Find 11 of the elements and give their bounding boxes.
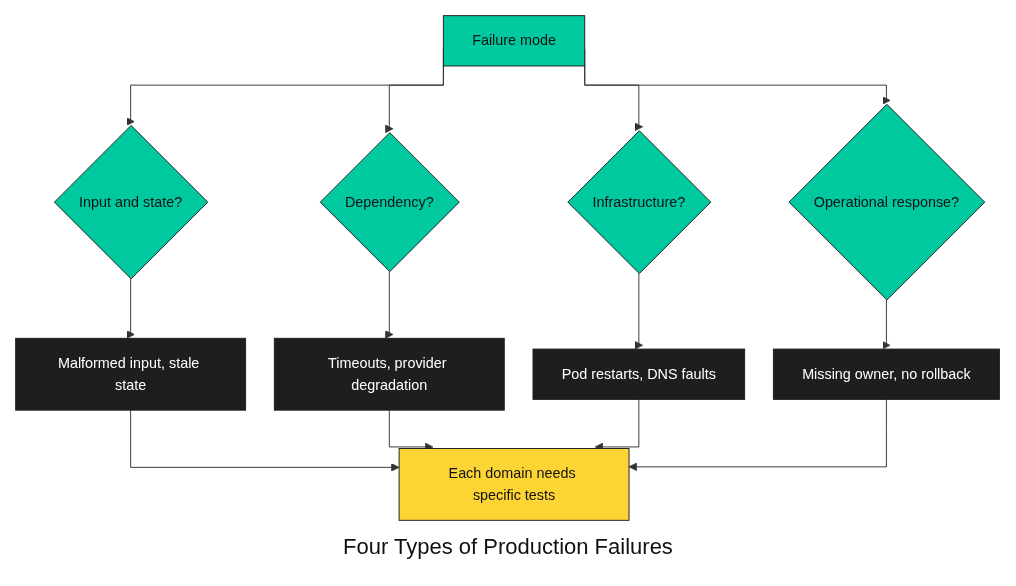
node-diamond: Input and state? [54, 124, 209, 280]
node-diamond: Infrastructure? [567, 130, 712, 275]
node-box: Failure mode [443, 15, 586, 67]
node-box: Malformed input, stale state [15, 337, 247, 411]
node-box: Each domain needs specific tests [399, 448, 630, 521]
node-diamond: Operational response? [789, 103, 986, 301]
node-diamond: Dependency? [320, 132, 461, 273]
node-box: Missing owner, no rollback [773, 348, 1001, 400]
node-box: Pod restarts, DNS faults [533, 348, 746, 400]
diagram-title: Four Types of Production Failures [343, 534, 673, 560]
node-box: Timeouts, provider degradation [274, 337, 506, 411]
